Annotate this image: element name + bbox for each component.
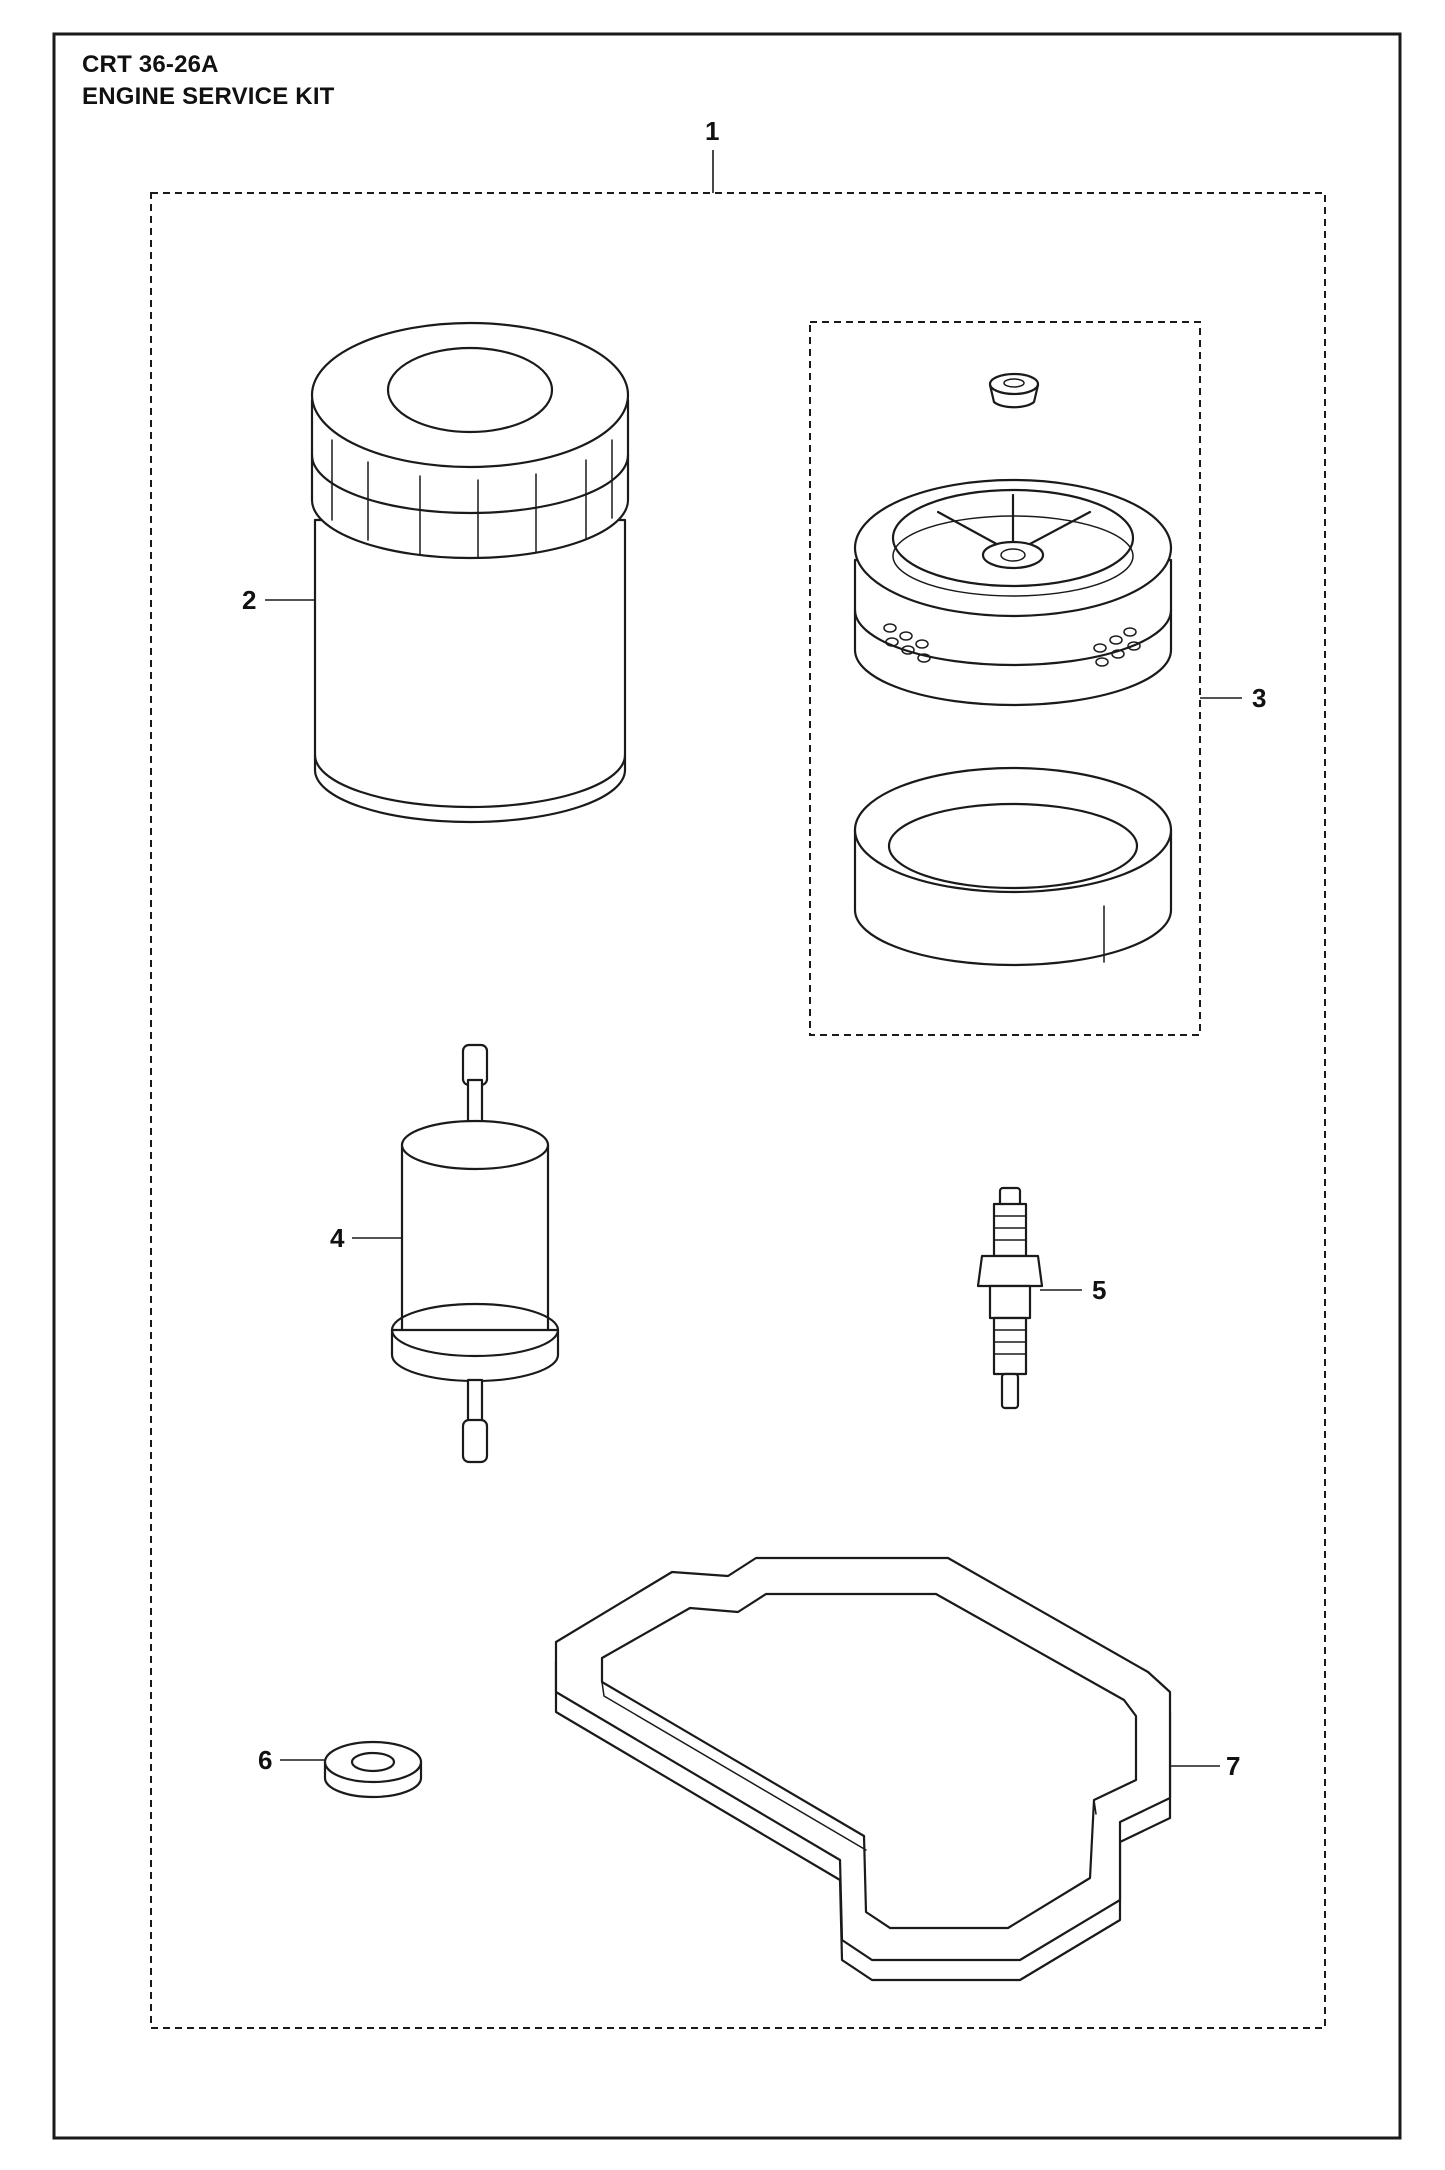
callout-1: 1 (705, 116, 719, 146)
model-number: CRT 36-26A (82, 51, 219, 78)
fuel-filter (390, 1043, 560, 1464)
outer-frame (52, 32, 1402, 2140)
callout-4: 4 (330, 1223, 345, 1253)
air-pre-filter-ring (853, 766, 1173, 967)
kit-boundary (150, 192, 1326, 2029)
callout-2: 2 (242, 585, 256, 615)
diagram-title: ENGINE SERVICE KIT (82, 83, 335, 110)
callout-3: 3 (1252, 683, 1266, 713)
air-filter-boundary (809, 321, 1201, 1036)
sealing-washer (323, 1740, 423, 1799)
callout-5: 5 (1092, 1275, 1106, 1305)
callout-6: 6 (258, 1745, 272, 1775)
callout-7: 7 (1226, 1751, 1240, 1781)
oil-filter (310, 321, 630, 824)
spark-plug (976, 1186, 1044, 1410)
oil-pan-gasket (554, 1556, 1172, 1982)
air-filter-element (853, 478, 1173, 707)
air-filter-grommet (988, 372, 1040, 409)
